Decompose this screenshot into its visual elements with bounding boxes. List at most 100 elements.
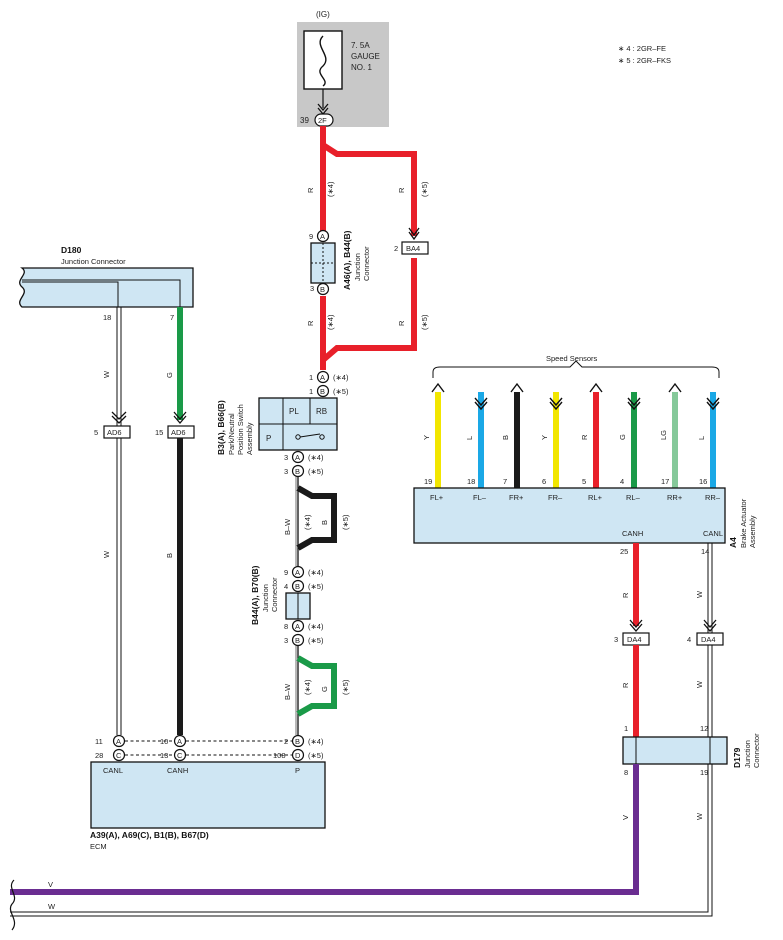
- arrow-icon: [627, 397, 641, 411]
- wire-label-s5: (∗5): [420, 181, 429, 197]
- svg-text:B: B: [295, 582, 300, 591]
- svg-text:(∗5): (∗5): [308, 636, 324, 645]
- arrow-icon: [589, 382, 603, 393]
- wire-label-r: R: [306, 320, 315, 326]
- sensor-wire-color: G: [618, 434, 627, 440]
- arrow-icon: [668, 382, 682, 393]
- arrow-icon: [703, 619, 717, 632]
- b3-name-3: Assembly: [245, 422, 254, 455]
- fuse-terminal-label: 2F: [318, 116, 327, 125]
- arrow-icon: [706, 397, 720, 411]
- svg-text:AD6: AD6: [171, 428, 186, 437]
- sensor-terminal-label: FR+: [509, 493, 524, 502]
- svg-text:D: D: [295, 751, 301, 760]
- svg-text:Junction: Junction: [261, 584, 270, 612]
- wire-label-s4: (∗4): [326, 314, 335, 330]
- b3-out-b: 3: [284, 467, 288, 476]
- svg-text:28: 28: [95, 751, 103, 760]
- svg-text:19: 19: [700, 768, 708, 777]
- speed-sensor-wires: [431, 382, 720, 488]
- note-4: ∗ 4 : 2GR–FE: [618, 44, 666, 53]
- sensor-terminal-label: RL–: [626, 493, 641, 502]
- svg-text:Connector: Connector: [270, 577, 279, 612]
- svg-text:B: B: [295, 636, 300, 645]
- svg-text:A: A: [295, 568, 300, 577]
- svg-text:A: A: [295, 622, 300, 631]
- svg-text:B: B: [320, 387, 325, 396]
- ecm-dashed-links: [125, 740, 292, 756]
- fuse-box: [303, 30, 343, 90]
- arrow-icon: [629, 619, 643, 632]
- b44b-code: B44(A), B70(B): [250, 565, 260, 625]
- svg-text:(∗5): (∗5): [308, 751, 324, 760]
- svg-text:C: C: [116, 751, 122, 760]
- sensor-wire-color: Y: [422, 435, 431, 440]
- fuse-rating: 7. 5A: [351, 41, 370, 50]
- b3-code: B3(A), B66(B): [216, 400, 226, 455]
- sensor-terminal-label: FR–: [548, 493, 563, 502]
- d179-connector: [622, 736, 728, 765]
- b3-pin-1b: [316, 384, 330, 398]
- svg-text:B: B: [320, 520, 329, 525]
- svg-text:(∗4): (∗4): [308, 568, 324, 577]
- sensor-wire-color: R: [580, 434, 589, 440]
- green-wire: [296, 655, 337, 717]
- svg-text:14: 14: [701, 547, 709, 556]
- d180-name: Junction Connector: [61, 257, 126, 266]
- svg-text:4: 4: [284, 582, 288, 591]
- sensor-terminal-label: RR–: [705, 493, 721, 502]
- svg-text:5: 5: [94, 428, 98, 437]
- svg-text:P: P: [295, 766, 300, 775]
- svg-text:8: 8: [284, 622, 288, 631]
- ecm-box: [90, 761, 326, 829]
- sensor-pin: 6: [542, 477, 546, 486]
- svg-text:W: W: [695, 812, 704, 820]
- svg-text:12: 12: [700, 724, 708, 733]
- svg-text:B–W: B–W: [283, 518, 292, 535]
- break-icon: [9, 879, 16, 931]
- red-wire-power: [320, 126, 417, 370]
- b3-s5: (∗5): [333, 387, 349, 396]
- svg-text:(∗5): (∗5): [341, 679, 350, 695]
- sensor-pin: 17: [661, 477, 669, 486]
- svg-text:B: B: [295, 467, 300, 476]
- svg-text:W: W: [102, 370, 111, 378]
- svg-text:(∗5): (∗5): [341, 514, 350, 530]
- svg-text:(∗4): (∗4): [308, 453, 324, 462]
- ecm-name: ECM: [90, 842, 107, 851]
- arrow-icon: [408, 227, 420, 241]
- arrow-icon: [549, 397, 563, 411]
- ba4-connector: [401, 241, 429, 255]
- svg-text:A: A: [116, 737, 121, 746]
- bracket: [432, 360, 720, 378]
- b3-pl: PL: [289, 407, 299, 416]
- fuse-icon: [319, 35, 327, 87]
- a46-letter-a: A: [320, 232, 325, 241]
- svg-text:W: W: [695, 680, 704, 688]
- speed-sensor-labels: Y19FL+L18FL–B7FR+Y6FR–R5RL+G4RL–LG17RR+L…: [422, 430, 721, 502]
- svg-text:18: 18: [103, 313, 111, 322]
- ecm-code: A39(A), A69(C), B1(B), B67(D): [90, 830, 209, 840]
- svg-text:108: 108: [273, 751, 286, 760]
- arrow-icon: [510, 382, 524, 393]
- svg-text:(∗4): (∗4): [303, 514, 312, 530]
- svg-text:AD6: AD6: [107, 428, 122, 437]
- a46-pin-top: 9: [309, 232, 313, 241]
- svg-text:CANH: CANH: [622, 529, 643, 538]
- sensor-terminal-label: RR+: [667, 493, 683, 502]
- svg-text:W: W: [48, 902, 56, 911]
- d179-code: D179: [732, 747, 742, 768]
- svg-text:CANL: CANL: [703, 529, 723, 538]
- b3-p: P: [266, 434, 271, 443]
- wire-label-r: R: [306, 187, 315, 193]
- sensor-wire-color: B: [501, 435, 510, 440]
- da4-connector-w: [696, 632, 724, 646]
- svg-text:Assembly: Assembly: [748, 515, 757, 548]
- svg-text:11: 11: [95, 737, 103, 746]
- a46-letter-b: B: [320, 285, 325, 294]
- d180-connector: [19, 267, 194, 308]
- b3-in-a: 1: [309, 373, 313, 382]
- svg-text:G: G: [165, 372, 174, 378]
- arrow-icon: [431, 382, 445, 393]
- sensor-pin: 19: [424, 477, 432, 486]
